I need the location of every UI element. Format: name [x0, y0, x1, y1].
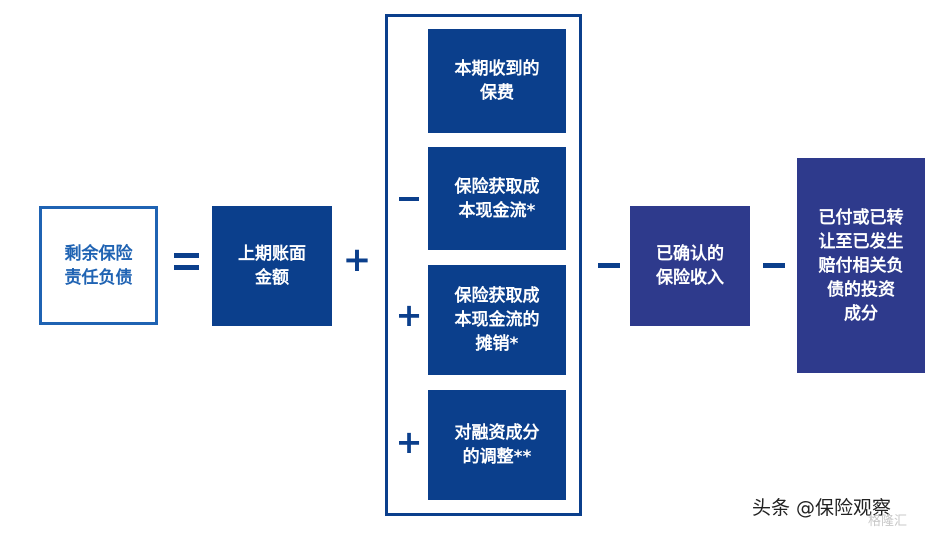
financing-adjustment-box: 对融资成分 的调整**	[428, 390, 566, 500]
minus-operator-1	[598, 263, 620, 268]
plus-operator-1: +	[342, 240, 372, 280]
minus-operator-2	[763, 263, 785, 268]
opening-balance-box: 上期账面 金额	[212, 206, 332, 326]
watermark-sub: 格隆汇	[868, 514, 908, 529]
plus-operator-3: +	[395, 423, 423, 461]
recognized-revenue-box: 已确认的 保险收入	[630, 206, 750, 326]
remaining-liability-box: 剩余保险 责任负债	[39, 206, 158, 325]
minus-operator-inner	[399, 197, 419, 201]
equals-bar-bottom	[174, 265, 199, 270]
amortization-box: 保险获取成 本现金流的 摊销*	[428, 265, 566, 375]
plus-operator-2: +	[395, 296, 423, 334]
acquisition-cashflows-box: 保险获取成 本现金流*	[428, 147, 566, 250]
investment-component-box: 已付或已转 让至已发生 赔付相关负 债的投资 成分	[797, 158, 925, 373]
equals-bar-top	[174, 253, 199, 258]
components-bracket	[385, 14, 582, 516]
premiums-received-box: 本期收到的 保费	[428, 29, 566, 133]
watermark-text: 头条 @保险观察	[752, 497, 892, 519]
